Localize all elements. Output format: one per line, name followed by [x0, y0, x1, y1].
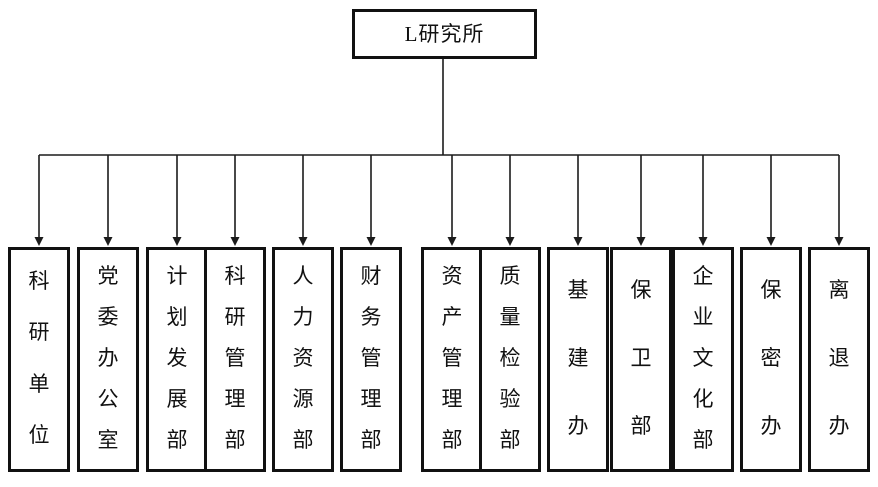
node-department-label-char: 科 — [224, 264, 246, 288]
arrow-head-icon-7 — [447, 237, 457, 246]
node-root-label: L研究所 — [404, 21, 485, 46]
node-department-label-char: 部 — [499, 428, 521, 452]
node-root-institute[interactable]: L研究所 — [352, 9, 537, 59]
node-department-label-char: 办 — [760, 414, 782, 439]
node-department-label-char: 划 — [166, 305, 188, 329]
node-department-label-char: 人 — [292, 264, 314, 288]
node-department-7[interactable]: 资产管理部 — [421, 247, 483, 472]
node-department-label-char: 务 — [360, 305, 382, 329]
node-department-label-char: 办 — [97, 346, 119, 370]
node-department-label-char: 质 — [499, 264, 521, 288]
node-department-label-char: 部 — [224, 428, 246, 452]
node-department-label-char: 室 — [97, 428, 119, 452]
arrow-head-icon-4 — [230, 237, 240, 246]
node-department-label-char: 部 — [360, 428, 382, 452]
arrow-head-icon-9 — [573, 237, 583, 246]
arrow-head-icon-8 — [505, 237, 515, 246]
node-department-10[interactable]: 保卫部 — [610, 247, 672, 472]
arrow-head-icon-12 — [766, 237, 776, 246]
node-department-label-char: 办 — [828, 414, 850, 439]
arrow-head-icon-2 — [103, 237, 113, 246]
node-department-label-char: 建 — [567, 345, 589, 370]
node-department-label-char: 管 — [224, 346, 246, 370]
node-department-label-char: 密 — [760, 345, 782, 370]
node-department-label-char: 单 — [28, 371, 50, 396]
node-department-2[interactable]: 党委办公室 — [77, 247, 139, 472]
node-department-label-char: 资 — [292, 346, 314, 370]
node-department-label-char: 离 — [828, 277, 850, 302]
node-department-3[interactable]: 计划发展部 — [146, 247, 208, 472]
arrow-head-icon-6 — [366, 237, 376, 246]
node-department-label-char: 计 — [166, 264, 188, 288]
node-department-label-char: 力 — [292, 305, 314, 329]
node-department-label-char: 保 — [760, 277, 782, 302]
node-department-label-char: 验 — [499, 387, 521, 411]
node-department-6[interactable]: 财务管理部 — [340, 247, 402, 472]
node-department-label-char: 资 — [441, 264, 463, 288]
arrow-head-icon-10 — [636, 237, 646, 246]
node-department-label-char: 化 — [692, 387, 714, 411]
node-department-label-char: 退 — [828, 345, 850, 370]
node-department-label-char: 公 — [97, 387, 119, 411]
node-department-label-char: 理 — [441, 387, 463, 411]
arrow-head-icon-13 — [834, 237, 844, 246]
node-department-label-char: 研 — [28, 320, 50, 345]
node-department-label-char: 部 — [292, 428, 314, 452]
node-department-label-char: 科 — [28, 269, 50, 294]
node-department-label-char: 检 — [499, 346, 521, 370]
node-department-9[interactable]: 基建办 — [547, 247, 609, 472]
node-department-5[interactable]: 人力资源部 — [272, 247, 334, 472]
node-department-label-char: 企 — [692, 264, 714, 288]
node-department-label-char: 委 — [97, 305, 119, 329]
node-department-label-char: 展 — [166, 387, 188, 411]
arrow-head-icon-5 — [298, 237, 308, 246]
node-department-12[interactable]: 保密办 — [740, 247, 802, 472]
node-department-label-char: 位 — [28, 422, 50, 447]
node-department-1[interactable]: 科研单位 — [8, 247, 70, 472]
node-department-label-char: 产 — [441, 305, 463, 329]
node-department-label-char: 管 — [360, 346, 382, 370]
node-department-label-char: 文 — [692, 346, 714, 370]
node-department-label-char: 部 — [166, 428, 188, 452]
node-department-11[interactable]: 企业文化部 — [672, 247, 734, 472]
node-department-label-char: 办 — [567, 414, 589, 439]
node-department-label-char: 卫 — [630, 345, 652, 370]
node-department-8[interactable]: 质量检验部 — [479, 247, 541, 472]
arrow-head-icon-1 — [34, 237, 44, 246]
node-department-label-char: 发 — [166, 346, 188, 370]
node-department-label-char: 理 — [360, 387, 382, 411]
node-department-label-char: 理 — [224, 387, 246, 411]
node-department-label-char: 源 — [292, 387, 314, 411]
node-department-label-char: 部 — [630, 414, 652, 439]
node-department-label-char: 财 — [360, 264, 382, 288]
node-department-label-char: 保 — [630, 277, 652, 302]
node-department-label-char: 基 — [567, 277, 589, 302]
node-department-label-char: 部 — [692, 428, 714, 452]
arrow-head-icon-3 — [172, 237, 182, 246]
node-department-label-char: 部 — [441, 428, 463, 452]
node-department-13[interactable]: 离退办 — [808, 247, 870, 472]
node-department-4[interactable]: 科研管理部 — [204, 247, 266, 472]
node-department-label-char: 业 — [692, 305, 714, 329]
node-department-label-char: 管 — [441, 346, 463, 370]
node-department-label-char: 量 — [499, 305, 521, 329]
node-department-label-char: 研 — [224, 305, 246, 329]
arrow-head-icon-11 — [698, 237, 708, 246]
node-department-label-char: 党 — [97, 264, 119, 288]
